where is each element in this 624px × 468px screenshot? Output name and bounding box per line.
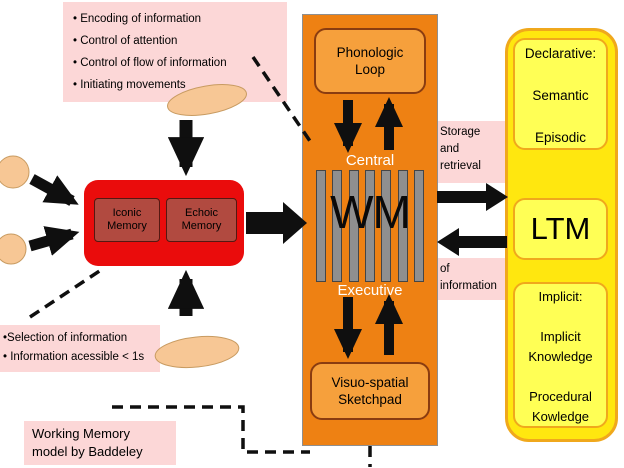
selection-note: •Selection of information • Information … — [0, 325, 160, 372]
executive-bar — [413, 170, 424, 282]
arrow-ltm-to-wm-icon — [437, 228, 507, 256]
executive-bar — [332, 170, 343, 282]
echoic-memory-box: Echoic Memory — [166, 198, 237, 242]
function-list-item: • Encoding of information — [73, 13, 202, 25]
declarative-memory-box: Declarative: Semantic Episodic — [513, 38, 608, 150]
ltm-label-box: LTM — [513, 198, 608, 260]
wm-label: WM — [330, 186, 411, 238]
iconic-memory-box: Iconic Memory — [94, 198, 160, 242]
executive-bar — [397, 170, 408, 282]
function-list-item: • Control of attention — [73, 35, 178, 47]
arrow-input-top-icon — [29, 174, 79, 206]
of-information-label: of information — [437, 258, 509, 300]
executive-bar — [364, 170, 375, 282]
arrow-wm-to-ltm-icon — [437, 183, 508, 211]
phonologic-loop-box: Phonologic Loop — [314, 28, 426, 94]
central-executive-bars — [316, 170, 424, 282]
function-list-item: • Control of flow of information — [73, 57, 227, 69]
arrow-input-bottom-icon — [28, 226, 80, 256]
implicit-memory-box: Implicit: Implicit Knowledge Procedural … — [513, 282, 608, 428]
central-label: Central — [345, 152, 395, 169]
functions-note: • Encoding of information • Control of a… — [63, 2, 287, 102]
hand-blob-bottom-icon — [154, 335, 240, 369]
arrow-sensory-to-wm-icon — [246, 202, 307, 244]
executive-bar — [348, 170, 359, 282]
dashed-line-selection — [29, 266, 105, 319]
storage-retrieval-label: Storage and retrieval — [437, 121, 509, 183]
executive-bar — [316, 170, 326, 282]
diagram-caption: Working Memory model by Baddeley — [24, 421, 176, 465]
function-list-item: • Initiating movements — [73, 79, 186, 91]
visuo-spatial-sketchpad-box: Visuo-spatial Sketchpad — [310, 362, 430, 420]
sensory-input-circle-icon — [0, 155, 30, 189]
sensory-input-circle-icon — [0, 233, 27, 265]
executive-bar — [381, 170, 392, 282]
executive-label: Executive — [337, 282, 403, 299]
